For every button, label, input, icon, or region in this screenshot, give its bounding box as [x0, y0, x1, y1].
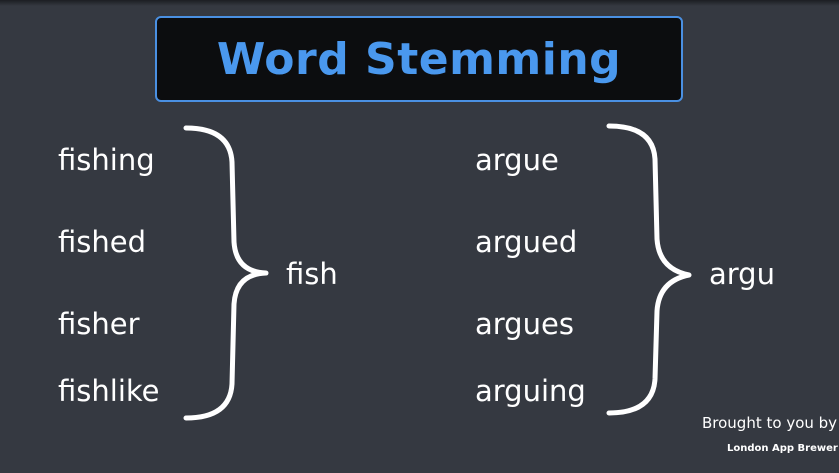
source-word-argued: argued	[475, 225, 578, 259]
source-word-argues: argues	[475, 307, 574, 341]
source-word-argue: argue	[475, 143, 559, 177]
source-word-fished: fished	[58, 225, 147, 259]
source-word-fishlike: fishlike	[58, 374, 160, 408]
stem-word-fish: fish	[286, 257, 338, 291]
right-curly-brace-icon	[183, 125, 269, 421]
page-title: Word Stemming	[216, 33, 622, 85]
stem-word-argu: argu	[709, 257, 775, 291]
source-word-fishing: fishing	[58, 143, 155, 177]
credit-text: Brought to you by	[702, 414, 838, 432]
source-word-arguing: arguing	[475, 374, 586, 408]
credit-brand: London App Brewer	[727, 443, 838, 454]
source-word-fisher: fisher	[58, 307, 140, 341]
right-curly-brace-icon	[606, 123, 692, 416]
top-shadow-bar	[0, 0, 839, 6]
title-box: Word Stemming	[155, 16, 683, 102]
